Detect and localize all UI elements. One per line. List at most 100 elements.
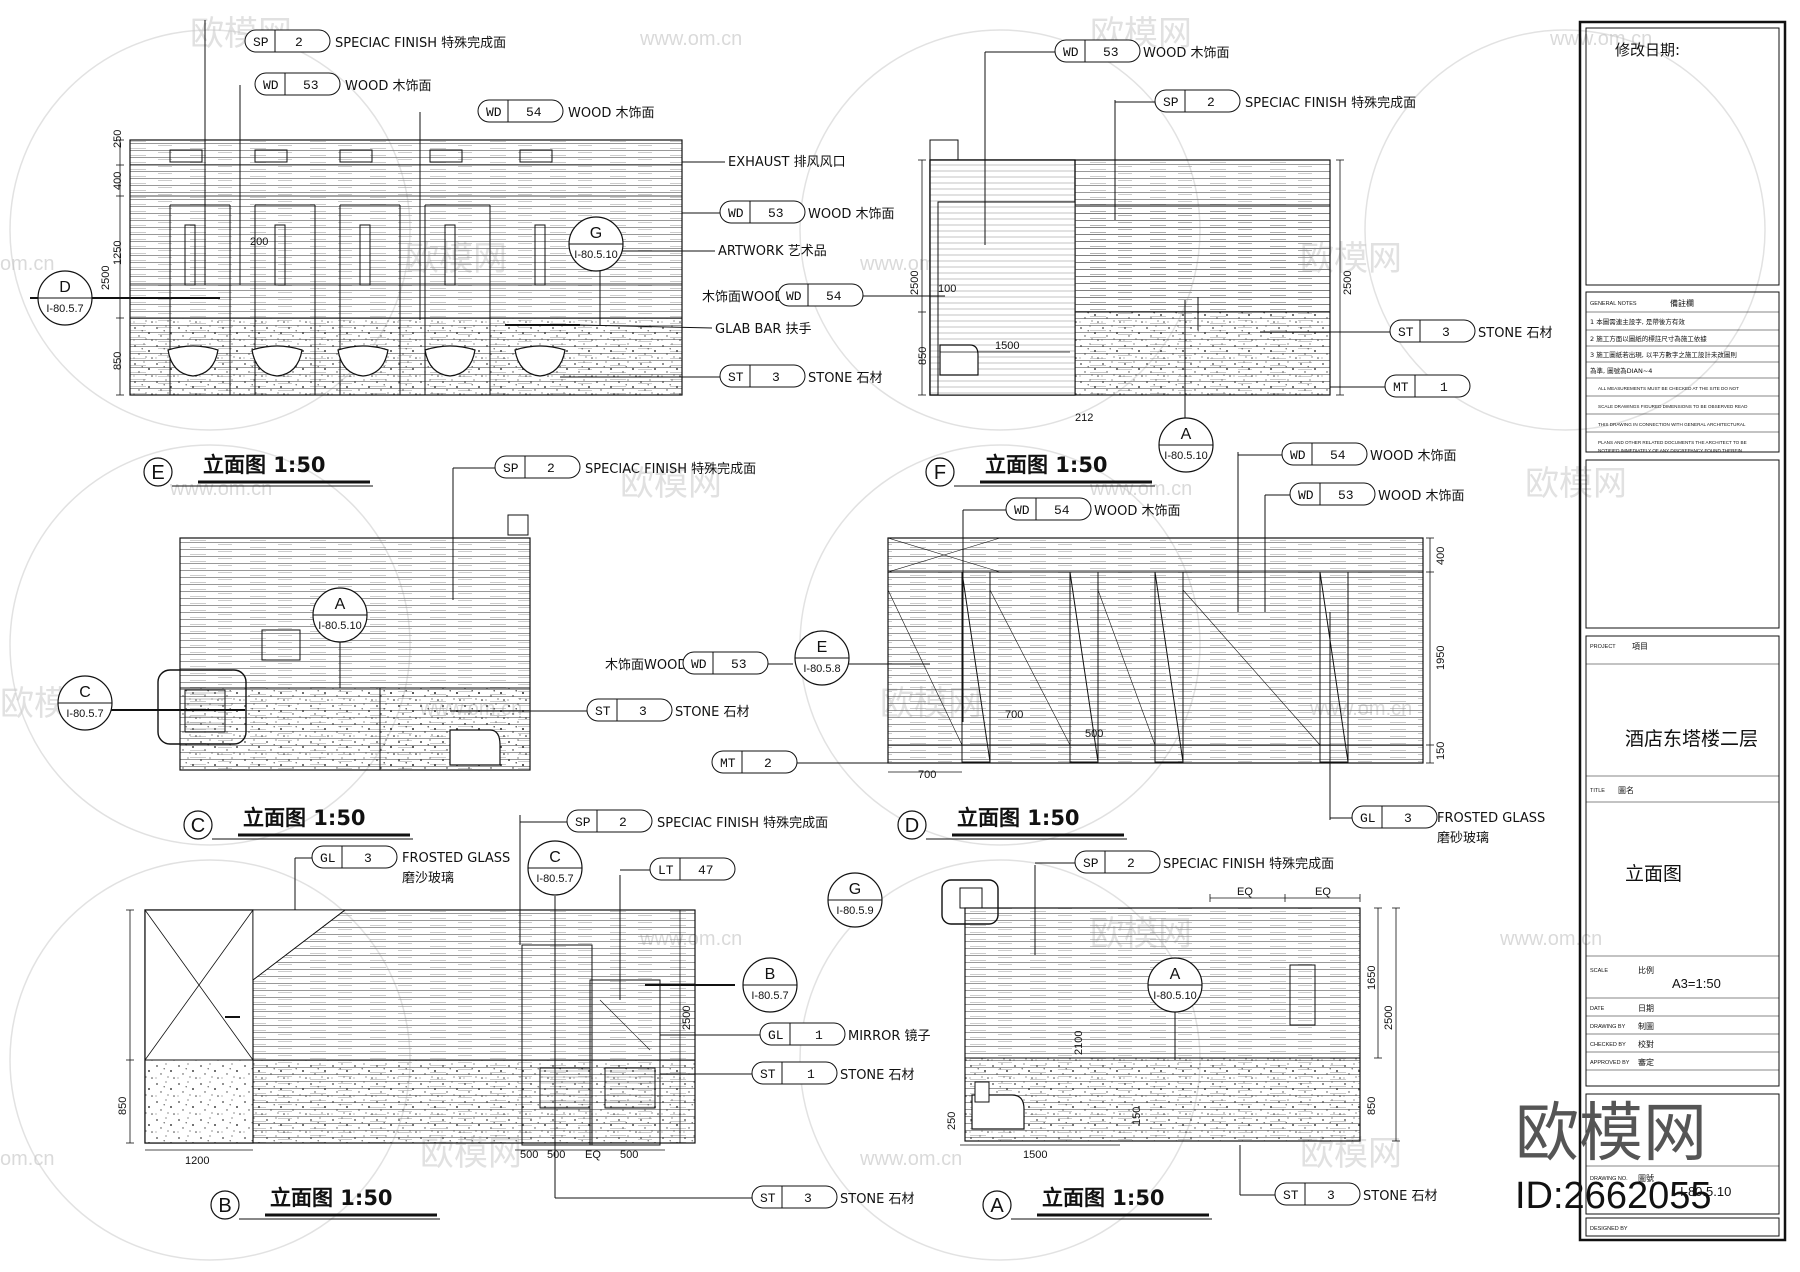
scale-label: SCALE — [1590, 968, 1608, 974]
tag-code: SP — [1163, 95, 1179, 110]
tag-wd53-f: WD 53 WOOD 木饰面 — [1054, 39, 1229, 63]
watermark-url: www.om.cn — [1499, 928, 1602, 950]
elevation-b-dims: 2500 850 1200 500 500 EQ 500 — [117, 1006, 693, 1167]
tag-code: ST — [728, 370, 744, 385]
tag-sp2-f: SP 2 SPECIAC FINISH 特殊完成面 — [1154, 89, 1416, 113]
drawing-by-label: DRAWING BY — [1590, 1024, 1626, 1030]
general-notes-label: GENERAL NOTES — [1590, 301, 1637, 307]
dim-label: 1950 — [1435, 646, 1447, 670]
tag-code: WD — [1290, 448, 1306, 463]
tag-code: SP — [253, 35, 269, 50]
tag-wd53-d: WD 53 WOOD 木饰面 — [1289, 482, 1464, 506]
approved-by-cn: 審定 — [1638, 1057, 1654, 1067]
elevation-title-a: A 立面图 1:50 — [982, 1186, 1212, 1220]
tag-code: SP — [503, 461, 519, 476]
tag-sp2-b: SP 2 SPECIAC FINISH 特殊完成面 — [566, 809, 828, 833]
title-label-cn: 圖名 — [1618, 785, 1634, 795]
tag-number: 53 — [731, 657, 747, 672]
elevation-e — [30, 20, 683, 396]
date-label-cn: 日期 — [1638, 1004, 1654, 1013]
watermark-url: om.cn — [0, 1148, 54, 1170]
dim-label: 500 — [620, 1149, 638, 1161]
tag-code: MT — [720, 756, 736, 771]
ref-bubble-b: B I-80.5.7 — [742, 957, 798, 1013]
tag-number: 2 — [764, 756, 772, 771]
tag-label: WOOD 木饰面 — [345, 79, 431, 94]
tag-code: GL — [768, 1028, 784, 1043]
drawing-no-cn: 圖號 — [1638, 1173, 1654, 1183]
note-line: 為準, 圖號為DIAN~4 — [1590, 366, 1652, 375]
tag-st3-b: ST 3 STONE 石材 — [751, 1185, 915, 1209]
tag-lt47-b: LT 47 — [649, 857, 736, 881]
tag-wd54-e: WD 54 WOOD 木饰面 — [477, 99, 654, 123]
tag-code: WD — [1014, 503, 1030, 518]
tag-label-cn: 磨沙玻璃 — [402, 871, 454, 886]
watermark-url: www.om.cn — [639, 28, 742, 50]
note-en-line: ALL MEASUREMENTS MUST BE CHECKED AT THE … — [1598, 386, 1739, 391]
dim-label: 700 — [918, 769, 936, 781]
elevation-title: 立面图 1:50 — [203, 453, 326, 477]
drawing-by-cn: 制圖 — [1638, 1021, 1654, 1031]
note-en-line: NOTIFIED IMMEDIATELY OF ANY DISCREPANCY … — [1598, 448, 1742, 453]
elevation-letter: A — [990, 1195, 1004, 1217]
tag-label: SPECIAC FINISH 特殊完成面 — [335, 36, 506, 51]
dim-label: 2500 — [100, 266, 112, 290]
tag-number: 53 — [768, 206, 784, 221]
elevation-title: 立面图 1:50 — [270, 1186, 393, 1210]
tag-label-cn: 磨砂玻璃 — [1437, 831, 1489, 846]
tag-code: WD — [486, 105, 502, 120]
ref-sheet: I-80.5.7 — [751, 990, 788, 1002]
elevation-title: 立面图 1:50 — [1042, 1186, 1165, 1210]
dim-label: 2100 — [1073, 1031, 1085, 1055]
elevation-c — [60, 468, 531, 771]
tag-number: 2 — [1207, 95, 1215, 110]
tag-label: SPECIAC FINISH 特殊完成面 — [585, 462, 756, 477]
note-line: 2 施工方面以圖紙的標註尺寸為施工依據 — [1590, 334, 1707, 343]
date-label: DATE — [1590, 1006, 1605, 1012]
title-block — [1578, 20, 1787, 1242]
ref-bubble-c: C I-80.5.7 — [57, 675, 113, 731]
tag-number: 3 — [772, 370, 780, 385]
dim-label: 1250 — [112, 241, 124, 265]
elevation-b — [126, 815, 735, 1151]
tag-number: 1 — [1440, 380, 1448, 395]
dim-label: 500 — [547, 1149, 565, 1161]
watermark-big-logo: 欧模网 — [1515, 1097, 1707, 1171]
ref-letter: A — [335, 596, 346, 613]
tag-label: STONE 石材 — [675, 705, 750, 720]
tag-label: STONE 石材 — [840, 1068, 915, 1083]
tag-wd54-f: 木饰面WOOD WD 54 — [702, 283, 864, 307]
tag-number: 3 — [1442, 325, 1450, 340]
tag-sp2-e: SP 2 SPECIAC FINISH 特殊完成面 — [244, 29, 506, 53]
tag-number: 54 — [826, 289, 842, 304]
ref-bubble-a: A I-80.5.10 — [312, 587, 368, 643]
ref-bubble-g: G I-80.5.9 — [827, 872, 883, 928]
ref-sheet: I-80.5.7 — [536, 873, 573, 885]
tag-code: WD — [786, 289, 802, 304]
ref-sheet: I-80.5.7 — [46, 303, 83, 315]
designed-by-label: DESIGNED BY — [1590, 1226, 1628, 1232]
tag-code: ST — [760, 1067, 776, 1082]
tag-number: 54 — [526, 105, 542, 120]
dim-label: 400 — [112, 172, 124, 190]
checked-by-label: CHECKED BY — [1590, 1042, 1626, 1048]
tag-label: WOOD 木饰面 — [568, 106, 654, 121]
watermark-logo: 欧模网 — [1525, 464, 1627, 504]
tag-prefix: 木饰面WOOD — [702, 290, 784, 305]
tag-code: ST — [1398, 325, 1414, 340]
tag-number: 54 — [1330, 448, 1346, 463]
tag-sp2-c: SP 2 SPECIAC FINISH 特殊完成面 — [494, 455, 756, 479]
ref-bubble-d: D I-80.5.7 — [37, 270, 93, 326]
label-grab-bar: GLAB BAR 扶手 — [715, 322, 812, 337]
elevation-title-d: D 立面图 1:50 — [897, 806, 1127, 840]
elevation-title: 立面图 1:50 — [985, 453, 1108, 477]
label-exhaust: EXHAUST 排风风口 — [728, 155, 846, 170]
tag-number: 3 — [639, 704, 647, 719]
tag-number: 53 — [303, 78, 319, 93]
tag-gl3-d: GL 3 FROSTED GLASS 磨砂玻璃 — [1351, 805, 1545, 846]
project-name: 酒店东塔楼二层 — [1625, 728, 1758, 750]
tag-number: 3 — [1404, 811, 1412, 826]
tag-code: WD — [1063, 45, 1079, 60]
ref-sheet: I-80.5.10 — [318, 620, 361, 632]
tag-label: STONE 石材 — [1478, 326, 1553, 341]
